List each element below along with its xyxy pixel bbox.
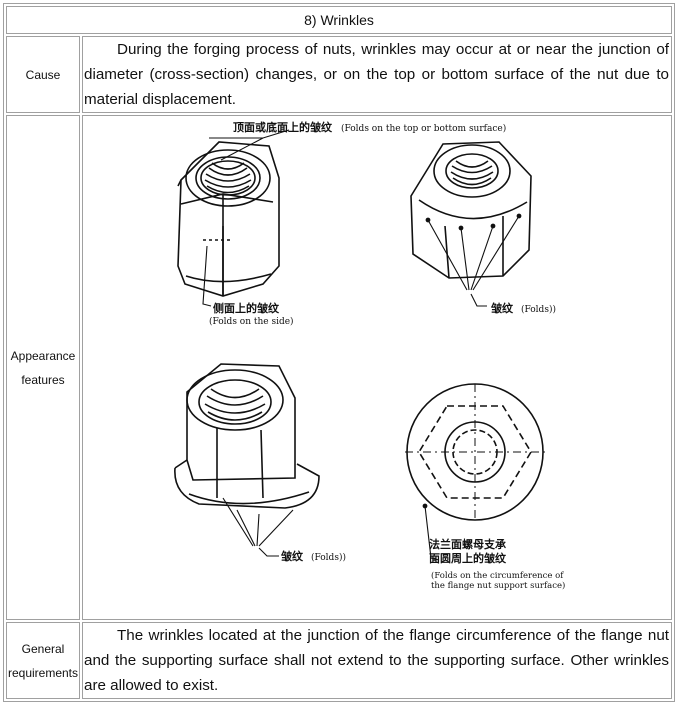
top-right-callout-cn: 皱纹 [490, 301, 514, 315]
top-right-callout-en: (Folds)) [521, 304, 556, 315]
flange-nut [174, 363, 320, 557]
appearance-label: Appearance features [6, 115, 80, 620]
cause-label: Cause [6, 36, 80, 113]
bottom-left-callout-cn: 皱纹 [280, 549, 304, 563]
nut-folds-illustration: 顶面或底面上的皱纹 (Folds on the top or bottom su… [174, 120, 565, 591]
bottom-right-callout-en-1: (Folds on the circumference of [431, 570, 564, 581]
top-left-callout-en: (Folds on the top or bottom surface) [341, 123, 506, 134]
hex-nut-top-chamfered [177, 129, 290, 307]
appearance-label-line2: features [21, 372, 65, 387]
flange-nut-top-view [405, 383, 545, 561]
hex-nut-domed [410, 141, 532, 307]
appearance-label-line1: Appearance [10, 348, 76, 363]
wrinkles-table: 8) Wrinkles Cause During the forging pro… [3, 3, 675, 702]
bottom-left-callout-en: (Folds)) [311, 552, 346, 563]
general-text-cell: The wrinkles located at the junction of … [82, 622, 672, 699]
table-title: 8) Wrinkles [6, 6, 672, 34]
bottom-right-callout-cn-2: 面圆周上的皱纹 [429, 551, 507, 565]
cause-text: During the forging process of nuts, wrin… [84, 41, 669, 108]
side-callout-cn: 侧面上的皱纹 [213, 301, 280, 315]
top-left-callout-cn: 顶面或底面上的皱纹 [233, 120, 333, 134]
appearance-figure-cell: 顶面或底面上的皱纹 (Folds on the top or bottom su… [82, 115, 672, 620]
side-callout-en: (Folds on the side) [209, 316, 294, 327]
general-text: The wrinkles located at the junction of … [84, 627, 669, 694]
general-label-line1: General [21, 641, 65, 656]
cause-text-cell: During the forging process of nuts, wrin… [82, 36, 672, 113]
bottom-right-callout-cn-1: 法兰面螺母支承 [429, 537, 507, 551]
bottom-right-callout-en-2: the flange nut support surface) [431, 580, 565, 591]
general-label: General requirements [6, 622, 80, 699]
general-label-line2: requirements [7, 665, 79, 680]
